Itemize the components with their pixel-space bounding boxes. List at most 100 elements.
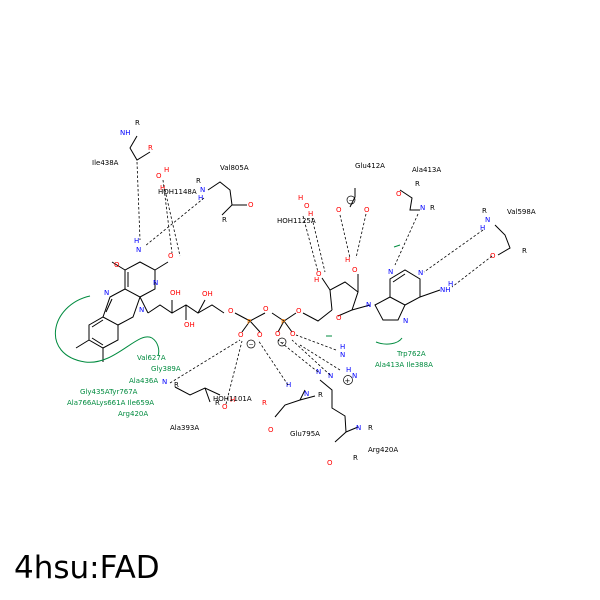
ribose-adenine: O O O H H N N N N NH H (302, 256, 453, 325)
svg-text:R: R (430, 204, 435, 212)
svg-text:N: N (418, 269, 423, 277)
svg-text:O: O (168, 252, 174, 260)
svg-text:O: O (352, 266, 358, 274)
svg-text:H: H (164, 166, 169, 174)
flavin-rings (75, 261, 225, 362)
svg-text:OH: OH (170, 289, 181, 297)
hydrophobic-labels: Val627A Gly389A Ala436A Gly435ATyr767A A… (67, 350, 433, 418)
svg-text:N: N (104, 289, 109, 297)
svg-text:R: R (215, 399, 220, 407)
svg-text:O: O (336, 314, 342, 322)
page-title: 4hsu:FAD (14, 550, 160, 586)
svg-text:N: N (316, 368, 321, 376)
svg-text:NH: NH (440, 286, 451, 294)
svg-text:N: N (403, 317, 408, 325)
svg-text:H: H (314, 276, 319, 284)
hyd-right-0: Trp762A (396, 350, 426, 358)
svg-text:R: R (148, 144, 153, 152)
svg-text:P: P (281, 318, 285, 326)
svg-text:H: H (230, 396, 235, 404)
svg-text:O: O (396, 190, 402, 198)
svg-text:N: N (304, 390, 309, 398)
label-val805: Val805A (220, 164, 249, 172)
svg-text:R: R (482, 207, 487, 215)
svg-text:O: O (257, 331, 263, 339)
svg-text:O: O (248, 201, 254, 209)
svg-text:O: O (290, 330, 296, 338)
label-arg420-bottom: Arg420A (368, 446, 398, 454)
svg-text:N: N (153, 279, 158, 287)
svg-text:H: H (160, 184, 165, 192)
hyd-left-2: Ala436A (129, 377, 158, 385)
svg-text:OH: OH (202, 290, 213, 298)
svg-text:O: O (490, 252, 496, 260)
hyd-left-5: Arg420A (118, 410, 148, 418)
svg-text:−: − (249, 342, 254, 349)
hydrogen-bonds (136, 161, 493, 405)
svg-text:−: − (349, 198, 354, 205)
svg-text:N: N (136, 246, 141, 254)
svg-text:N: N (340, 351, 345, 359)
hyd-left-0: Val627A (137, 354, 166, 362)
svg-text:O: O (304, 202, 310, 210)
svg-text:H: H (198, 194, 203, 202)
label-hoh1101: HOH1101A (213, 395, 252, 403)
flavin-atoms: O H N O N N N OH OH OH O (104, 237, 234, 329)
svg-text:P: P (247, 318, 251, 326)
hyd-left-1: Gly389A (151, 365, 181, 373)
svg-text:H: H (286, 381, 291, 389)
hyd-left-3: Gly435ATyr767A (80, 388, 138, 396)
svg-text:H: H (340, 343, 345, 351)
svg-text:O: O (114, 261, 120, 269)
svg-text:N: N (162, 378, 167, 386)
svg-text:+: + (345, 377, 351, 385)
residue-skeletons: NH R R N H R O R O O − O N R R N H O R R… (120, 119, 527, 467)
svg-text:N: N (139, 306, 144, 314)
svg-text:N: N (366, 301, 371, 309)
svg-text:O: O (238, 331, 244, 339)
svg-text:R: R (222, 216, 227, 224)
svg-text:O: O (275, 330, 281, 338)
label-hoh1125: HOH1125A (277, 217, 316, 225)
svg-text:R: R (262, 399, 267, 407)
svg-text:R: R (522, 247, 527, 255)
svg-text:O: O (296, 307, 302, 315)
label-glu795: Glu795A (290, 430, 320, 438)
residue-labels: Ile438A Val805A HOH1148A Glu412A Ala413A… (92, 159, 536, 454)
hyd-right-1: Ala413A Ile388A (375, 361, 433, 369)
svg-text:N: N (485, 216, 490, 224)
svg-text:O: O (316, 270, 322, 278)
diphosphate: P O P O O O O O − − (234, 305, 302, 349)
svg-text:N: N (352, 372, 357, 380)
svg-text:O: O (228, 307, 234, 315)
svg-text:H: H (308, 210, 313, 218)
svg-text:O: O (336, 206, 342, 214)
svg-text:N: N (328, 372, 333, 380)
label-ile438: Ile438A (92, 159, 119, 167)
svg-text:R: R (353, 454, 358, 462)
svg-text:R: R (318, 391, 323, 399)
label-glu412: Glu412A (355, 162, 385, 170)
svg-text:H: H (345, 256, 350, 264)
svg-text:R: R (174, 381, 179, 389)
svg-text:OH: OH (184, 321, 195, 329)
svg-text:NH: NH (120, 129, 131, 137)
svg-text:O: O (263, 305, 269, 313)
label-val598: Val598A (507, 208, 536, 216)
svg-text:N: N (420, 204, 425, 212)
svg-text:O: O (364, 206, 370, 214)
svg-text:H: H (346, 366, 351, 374)
svg-text:O: O (222, 403, 228, 411)
svg-text:N: N (200, 186, 205, 194)
svg-text:H: H (480, 224, 485, 232)
svg-text:N: N (388, 268, 393, 276)
svg-text:H: H (448, 280, 453, 288)
svg-text:O: O (156, 172, 162, 180)
svg-text:N: N (356, 424, 361, 432)
label-ala393: Ala393A (170, 424, 199, 432)
svg-text:R: R (368, 424, 373, 432)
hydrophobic-arcs (55, 244, 403, 363)
svg-text:R: R (196, 177, 201, 185)
svg-text:O: O (327, 459, 333, 467)
